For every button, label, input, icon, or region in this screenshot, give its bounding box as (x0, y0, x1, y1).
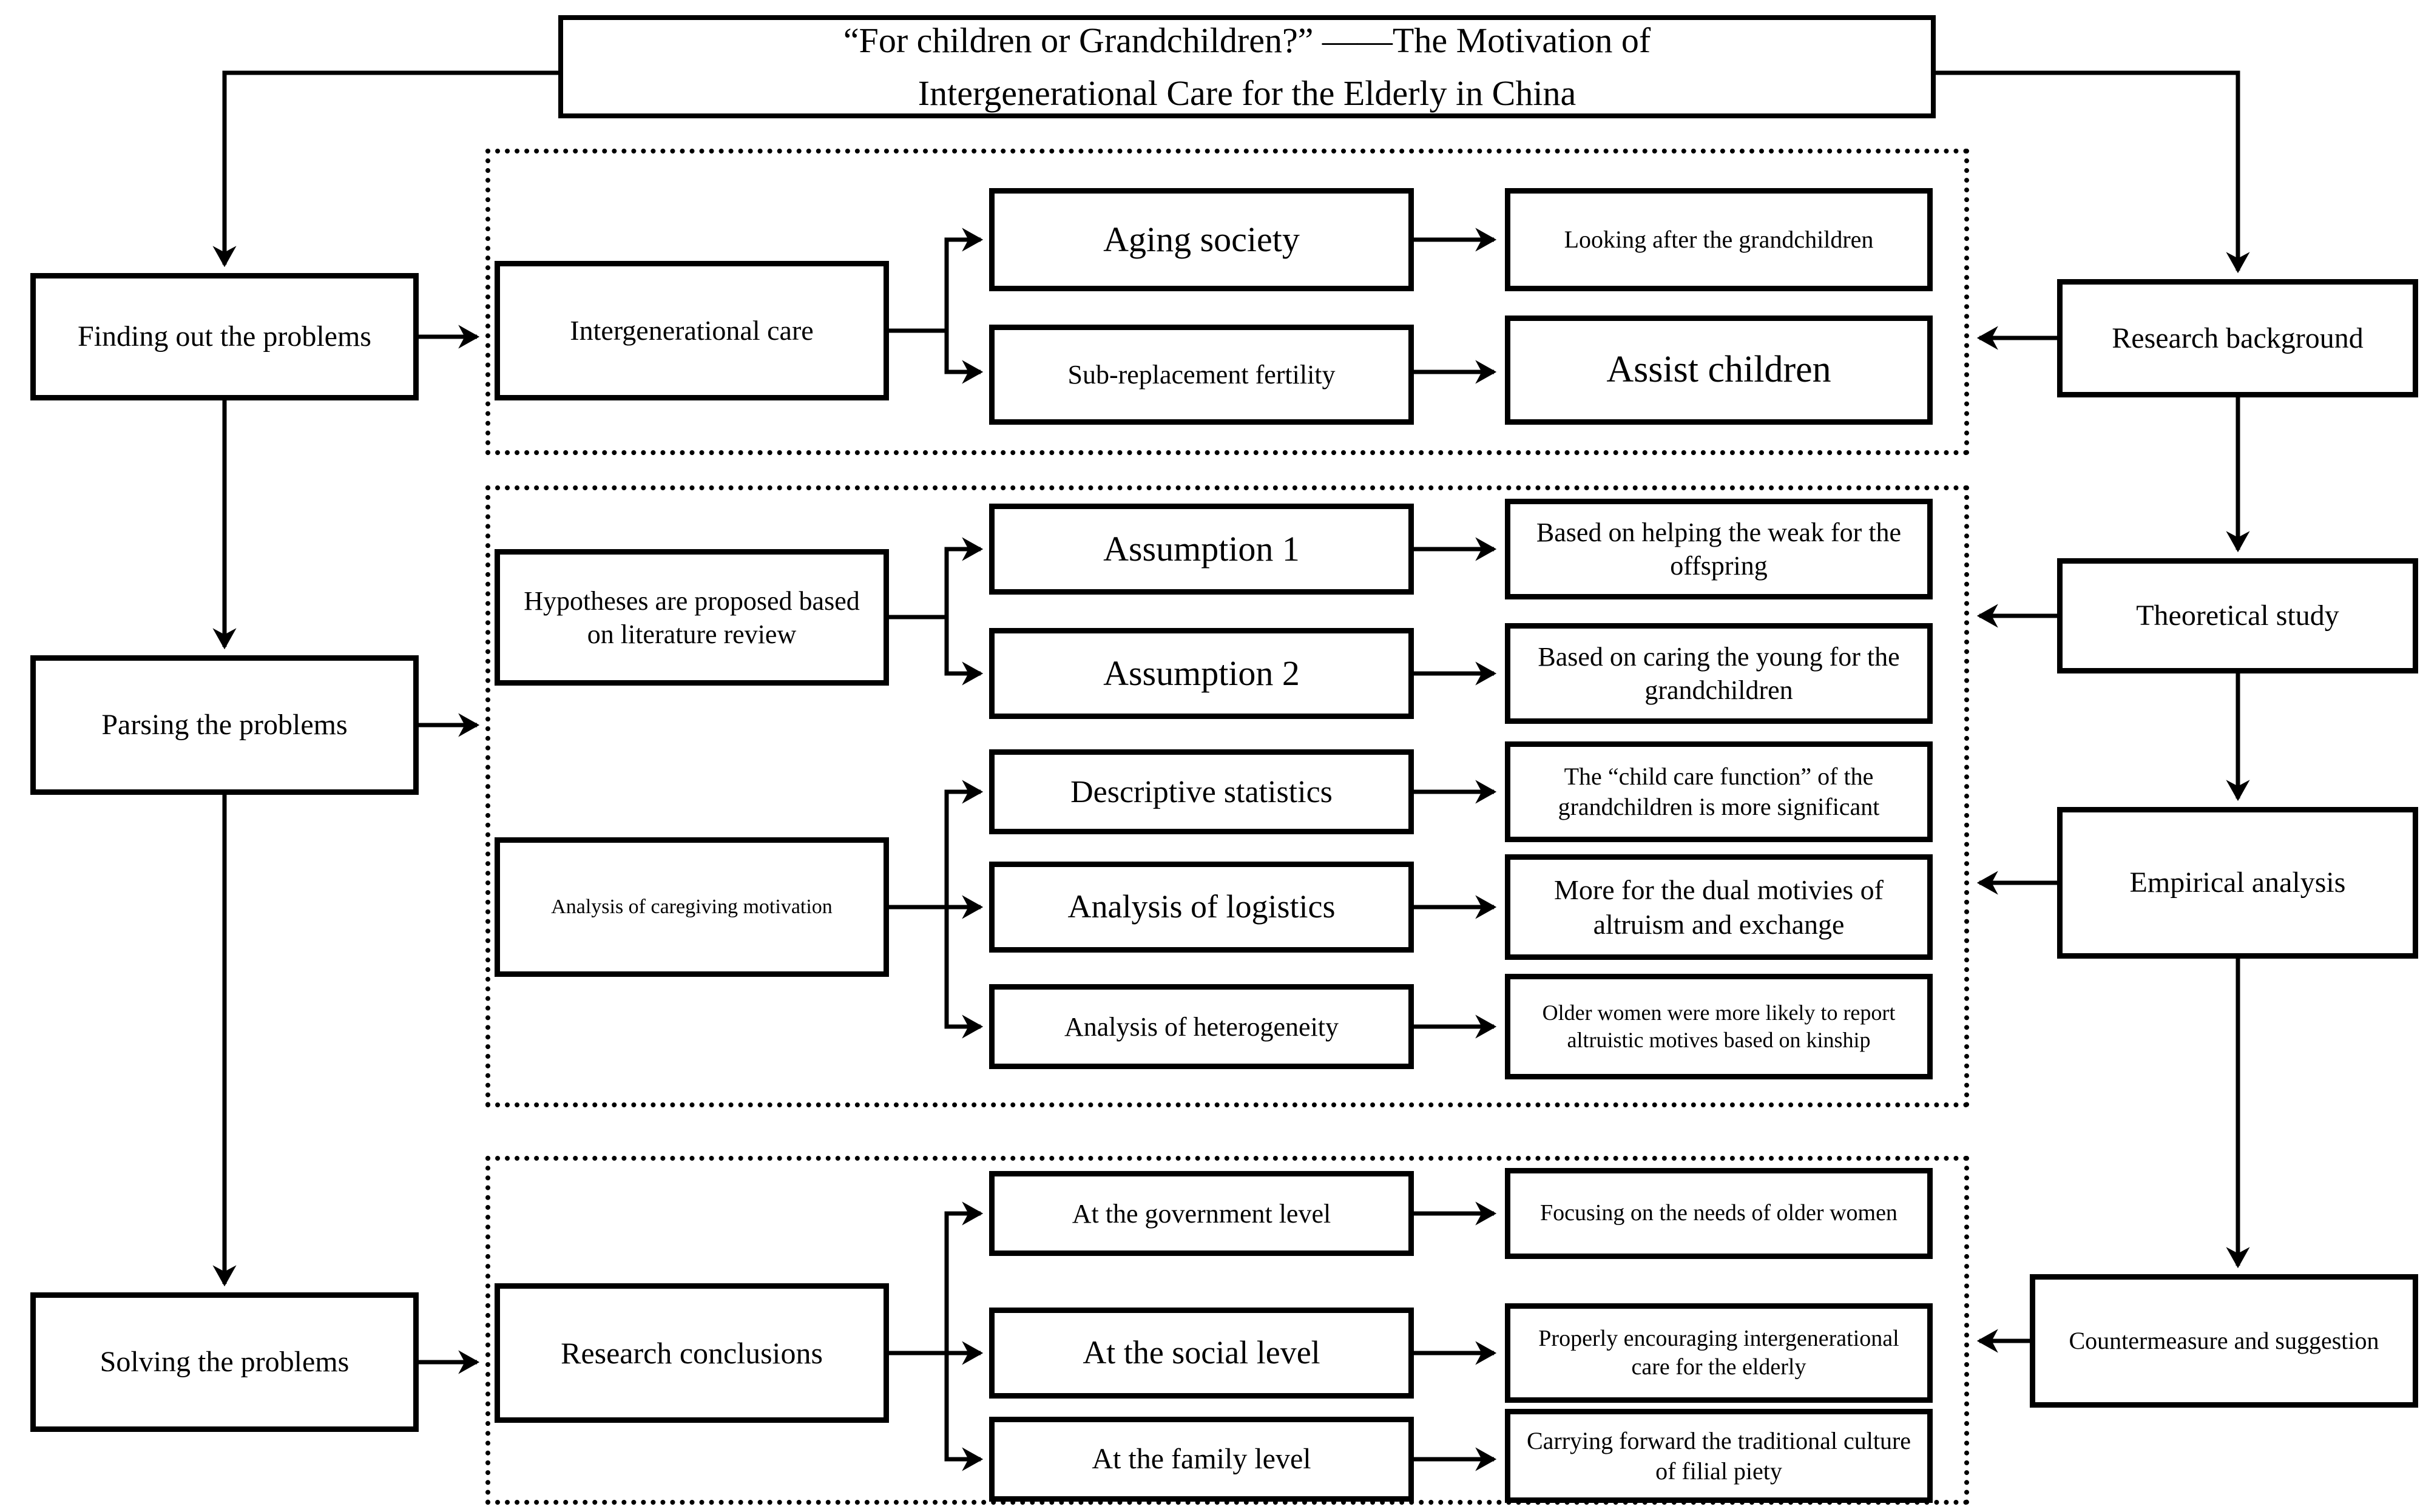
box-hypotheses-literature: Hypotheses are proposed based on literat… (495, 549, 889, 686)
box-assumption-2-label: Assumption 2 (1103, 653, 1300, 693)
arrow-conclusions-to-family (944, 1353, 984, 1471)
box-social-level-label: At the social level (1083, 1334, 1320, 1371)
box-properly-encouraging: Properly encouraging intergenerational c… (1505, 1303, 1933, 1403)
box-properly-encouraging-label: Properly encouraging intergenerational c… (1538, 1325, 1899, 1380)
box-countermeasure-suggestion-label: Countermeasure and suggestion (2069, 1327, 2379, 1354)
section-theoretical-empirical (485, 485, 1969, 1107)
box-assist-children-label: Assist children (1606, 349, 1831, 391)
box-looking-after-grandchildren: Looking after the grandchildren (1505, 188, 1933, 291)
box-solving-problems: Solving the problems (30, 1292, 419, 1432)
box-based-helping-weak-label: Based on helping the weak for the offspr… (1536, 518, 1902, 581)
box-intergenerational-care: Intergenerational care (495, 261, 889, 400)
box-assumption-2: Assumption 2 (989, 628, 1414, 719)
diagram-title-line2: Intergenerational Care for the Elderly i… (917, 73, 1576, 113)
box-social-level: At the social level (989, 1308, 1414, 1399)
box-intergenerational-care-label: Intergenerational care (570, 315, 814, 346)
box-carrying-forward: Carrying forward the traditional culture… (1505, 1409, 1933, 1503)
box-older-women-result: Older women were more likely to report a… (1505, 974, 1933, 1079)
diagram-title: “For children or Grandchildren?” ——The M… (558, 15, 1936, 118)
arrow-conclusions-to-government (944, 1201, 984, 1353)
box-countermeasure-suggestion: Countermeasure and suggestion (2030, 1274, 2418, 1408)
box-assumption-1: Assumption 1 (989, 504, 1414, 595)
box-theoretical-study-label: Theoretical study (2136, 599, 2339, 632)
diagram-title-line1: “For children or Grandchildren?” ——The M… (843, 21, 1651, 60)
box-sub-replacement-fertility-label: Sub-replacement fertility (1067, 360, 1336, 390)
arrow-hypotheses-to-assumption2 (944, 617, 984, 686)
box-parsing-problems: Parsing the problems (30, 655, 419, 795)
box-descriptive-statistics: Descriptive statistics (989, 749, 1414, 834)
arrow-title-to-finding (212, 70, 558, 268)
box-analysis-logistics: Analysis of logistics (989, 862, 1414, 953)
box-research-background-label: Research background (2112, 322, 2364, 354)
box-empirical-analysis-label: Empirical analysis (2129, 866, 2346, 899)
arrow-motivation-to-heterogeneity (944, 907, 984, 1039)
box-assist-children: Assist children (1505, 316, 1933, 425)
box-analysis-heterogeneity-label: Analysis of heterogeneity (1064, 1011, 1339, 1042)
box-finding-problems-label: Finding out the problems (78, 320, 371, 353)
box-focusing-older-women-label: Focusing on the needs of older women (1540, 1200, 1898, 1226)
box-childcare-function-result: The “child care function” of the grandch… (1505, 741, 1933, 842)
box-analysis-heterogeneity: Analysis of heterogeneity (989, 984, 1414, 1069)
box-research-conclusions-label: Research conclusions (561, 1335, 823, 1370)
box-finding-problems: Finding out the problems (30, 273, 419, 400)
box-based-caring-young-label: Based on caring the young for the grandc… (1538, 642, 1900, 705)
box-solving-problems-label: Solving the problems (100, 1346, 350, 1378)
box-aging-society-label: Aging society (1103, 219, 1300, 259)
box-descriptive-statistics-label: Descriptive statistics (1070, 774, 1333, 809)
box-analysis-logistics-label: Analysis of logistics (1067, 888, 1336, 925)
box-empirical-analysis: Empirical analysis (2057, 807, 2418, 959)
arrow-motivation-to-descriptive (944, 780, 984, 907)
box-childcare-function-result-label: The “child care function” of the grandch… (1558, 763, 1880, 820)
box-theoretical-study: Theoretical study (2057, 558, 2418, 673)
box-research-background: Research background (2057, 279, 2418, 397)
box-carrying-forward-label: Carrying forward the traditional culture… (1526, 1426, 1911, 1485)
box-aging-society: Aging society (989, 188, 1414, 291)
arrow-hypotheses-to-assumption1 (944, 537, 984, 617)
box-based-helping-weak: Based on helping the weak for the offspr… (1505, 499, 1933, 599)
box-family-level-label: At the family level (1092, 1443, 1311, 1475)
box-focusing-older-women: Focusing on the needs of older women (1505, 1168, 1933, 1259)
box-research-conclusions: Research conclusions (495, 1283, 889, 1423)
section-research-background (485, 149, 1969, 455)
box-sub-replacement-fertility: Sub-replacement fertility (989, 325, 1414, 425)
box-analysis-caregiving-motivation-label: Analysis of caregiving motivation (551, 895, 833, 918)
box-looking-after-grandchildren-label: Looking after the grandchildren (1564, 226, 1874, 253)
box-dual-motives-result: More for the dual motivies of altruism a… (1505, 854, 1933, 960)
box-family-level: At the family level (989, 1417, 1414, 1502)
box-older-women-result-label: Older women were more likely to report a… (1542, 1001, 1896, 1052)
box-analysis-caregiving-motivation: Analysis of caregiving motivation (495, 837, 889, 977)
box-hypotheses-literature-label: Hypotheses are proposed based on literat… (524, 586, 860, 649)
arrow-intergenerational-to-subreplacement (944, 331, 984, 384)
box-dual-motives-result-label: More for the dual motivies of altruism a… (1554, 874, 1884, 940)
box-government-level-label: At the government level (1072, 1198, 1331, 1229)
section-conclusions (485, 1156, 1969, 1505)
arrow-title-to-research-background (1936, 70, 2250, 274)
box-parsing-problems-label: Parsing the problems (101, 709, 348, 741)
box-based-caring-young: Based on caring the young for the grandc… (1505, 623, 1933, 724)
arrow-intergenerational-to-aging (944, 228, 984, 331)
box-assumption-1-label: Assumption 1 (1103, 528, 1300, 569)
box-government-level: At the government level (989, 1171, 1414, 1256)
